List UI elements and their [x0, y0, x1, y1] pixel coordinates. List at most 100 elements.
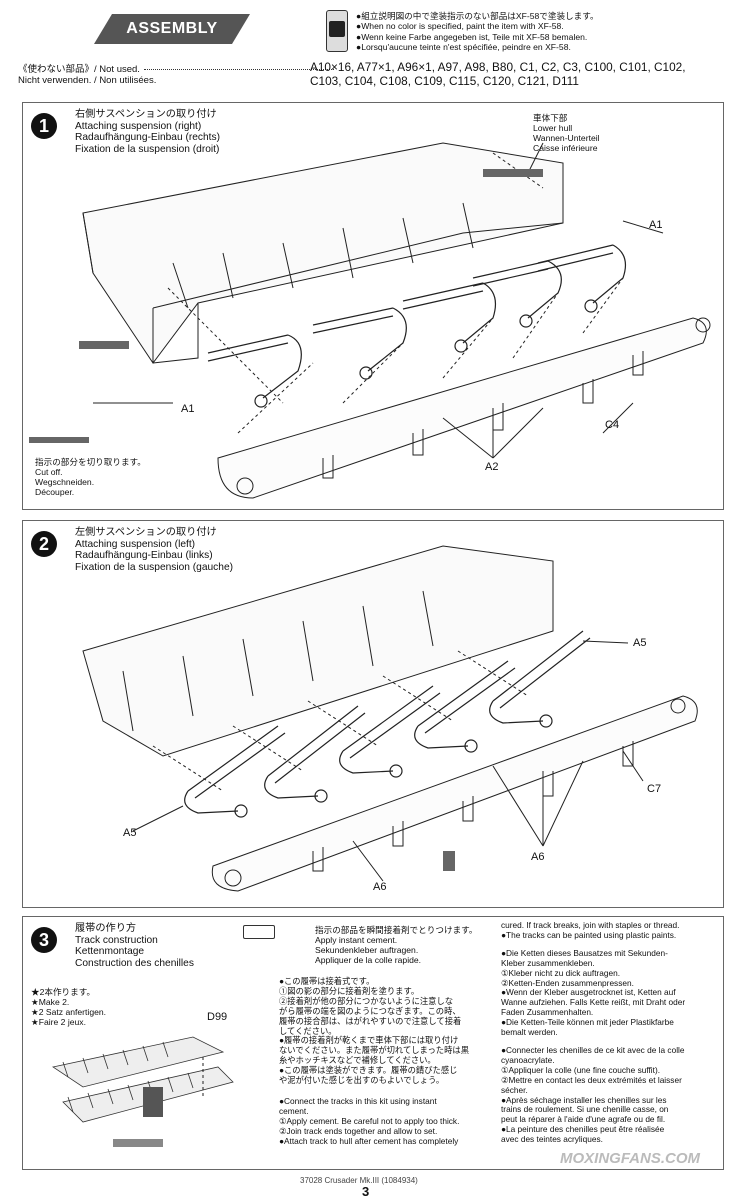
jp-line: ①図の影の部分に接着剤を塗ります。: [279, 985, 420, 996]
product-code: 37028 Crusader Mk.III (1084934): [300, 1176, 418, 1185]
part-label-a5-left: A5: [123, 827, 137, 839]
lower-hull-label-en: Lower hull: [533, 123, 573, 133]
step-1-number: 1: [31, 113, 57, 139]
en-line: ②Join track ends together and allow to s…: [279, 1125, 438, 1136]
en-line: ●The tracks can be painted using plastic…: [501, 929, 677, 940]
paint-bottle-icon: [326, 10, 348, 52]
de-line: ●Wenn der Kleber ausgetrocknet ist, Kett…: [501, 987, 676, 998]
cement-note-en: Apply instant cement.: [315, 935, 398, 945]
cut-off-note-en: Cut off.: [35, 467, 63, 477]
fr-line: ●La peinture des chenilles peut être réa…: [501, 1124, 665, 1135]
step-3-title: 履帯の作り方 Track construction Kettenmontage …: [75, 923, 194, 969]
jp-line: してください。: [279, 1025, 337, 1036]
jp-line: ②接着剤が他の部分につかないように注意しな: [279, 995, 454, 1006]
not-used-parts: A10×16, A77×1, A96×1, A97, A98, B80, C1,…: [310, 60, 730, 88]
cut-off-note-jp: 指示の部分を切り取ります。: [35, 457, 146, 467]
jp-line: がら履帯の端を図のようにつなぎます。この時、: [279, 1005, 461, 1016]
page-number: 3: [362, 1184, 370, 1199]
not-used-parts-1: A10×16, A77×1, A96×1, A97, A98, B80, C1,…: [310, 60, 686, 74]
step-1-diagram: [29, 142, 711, 499]
jp-line: ●この履帯は接着式です。: [279, 976, 375, 986]
make-two-fr: ★Faire 2 jeux.: [31, 1017, 86, 1027]
step-2-title-en: Attaching suspension (left): [75, 538, 196, 550]
fr-line: ●Connecter les chenilles de ce kit avec …: [501, 1044, 685, 1055]
jp-line: 履帯の接合部は、はがれやすいので注意して接着: [279, 1015, 462, 1026]
step-1-title-en: Attaching suspension (right): [75, 120, 202, 132]
de-line: ①Kleber nicht zu dick auftragen.: [501, 967, 621, 978]
lower-hull-label-jp: 車体下部: [533, 113, 568, 123]
en-line: cured. If track breaks, join with staple…: [501, 920, 680, 930]
de-line: Wanne aufziehen. Falls Kette reißt, mit …: [501, 997, 686, 1008]
make-two-jp: ★2本作ります。: [31, 987, 96, 997]
glue-tube-icon: [243, 925, 275, 939]
cement-note-fr: Appliquer de la colle rapide.: [315, 955, 422, 965]
step-3-title-en: Track construction: [75, 934, 158, 946]
lower-hull-label-fr: Caisse inférieure: [533, 143, 598, 153]
paint-note-en: ●When no color is specified, paint the i…: [356, 21, 564, 32]
de-line: bemalt werden.: [501, 1027, 558, 1038]
part-label-a2: A2: [485, 461, 499, 473]
de-line: ●Die Ketten-Teile können mit jeder Plast…: [501, 1017, 674, 1028]
lower-hull-label-de: Wannen-Unterteil: [533, 133, 600, 143]
step-1-title-de: Radaufhängung-Einbau (rechts): [75, 132, 220, 144]
lower-hull-label: 車体下部 Lower hull Wannen-Unterteil Caisse …: [533, 113, 600, 153]
fr-line: peut la réparer à l'aide d'une agrafe ou…: [501, 1114, 666, 1125]
cement-note-jp: 指示の部品を瞬間接着剤でとりつけます。: [315, 925, 478, 935]
part-label-d99: D99: [207, 1011, 228, 1023]
cut-off-note-de: Wegschneiden.: [35, 477, 95, 487]
de-line: ●Die Ketten dieses Bausatzes mit Sekunde…: [501, 947, 668, 958]
en-line: cement.: [279, 1105, 309, 1116]
jp-line: や泥が付いた感じを出すのもよいでしょう。: [279, 1075, 445, 1086]
jp-line: 糸やホッチキスなどで補修してください。: [279, 1055, 436, 1066]
step-3-title-jp: 履帯の作り方: [75, 923, 137, 934]
assembly-title: ASSEMBLY: [94, 14, 250, 44]
en-line: ●Attach track to hull after cement has c…: [279, 1135, 459, 1146]
step-2-title: 左側サスペンションの取り付け Attaching suspension (lef…: [75, 527, 233, 573]
step-3-title-fr: Construction des chenilles: [75, 957, 194, 969]
de-line: Kleber zusammenkleben.: [501, 957, 595, 968]
paint-note-fr: ●Lorsqu'aucune teinte n'est spécifiée, p…: [356, 42, 571, 53]
track-diagram: [51, 1036, 234, 1147]
cement-note: 指示の部品を瞬間接着剤でとりつけます。 Apply instant cement…: [315, 925, 478, 965]
step-2-panel: 2 左側サスペンションの取り付け Attaching suspension (l…: [22, 520, 724, 908]
step-3-number: 3: [31, 927, 57, 953]
part-label-a6-bottom: A6: [373, 881, 387, 893]
step-1-title-fr: Fixation de la suspension (droit): [75, 143, 220, 155]
en-line: ①Apply cement. Be careful not to apply t…: [279, 1115, 460, 1126]
step-3-panel: 3 履帯の作り方 Track construction Kettenmontag…: [22, 916, 724, 1170]
fr-line: sécher.: [501, 1084, 528, 1095]
fr-line: ①Appliquer la colle (une fine couche suf…: [501, 1064, 661, 1075]
cut-off-note-fr: Découper.: [35, 487, 75, 497]
part-label-c7: C7: [647, 783, 662, 795]
step-2-title-jp: 左側サスペンションの取り付け: [75, 527, 217, 538]
watermark: MOXINGFANS.COM: [560, 1150, 701, 1167]
track-text-jp: ●この履帯は接着式です。 ①図の影の部分に接着剤を塗ります。 ②接着剤が他の部分…: [279, 976, 493, 1086]
step-2-diagram: [82, 545, 698, 892]
jp-line: ないでください。また履帯が切れてしまった時は黒: [279, 1045, 470, 1056]
part-label-a1-left: A1: [181, 403, 195, 415]
fr-line: ②Mettre en contact les deux extrémités e…: [501, 1074, 682, 1085]
step-1-title-jp: 右側サスペンションの取り付け: [75, 109, 217, 120]
make-two-en: ★Make 2.: [31, 997, 70, 1007]
step-2-title-fr: Fixation de la suspension (gauche): [75, 561, 234, 573]
not-used-label: 《使わない部品》/ Not used. Nicht verwenden. / N…: [18, 64, 334, 86]
track-text-en: ●Connect the tracks in this kit using in…: [279, 1096, 493, 1147]
make-two-de: ★2 Satz anfertigen.: [31, 1007, 107, 1017]
part-label-a6-right: A6: [531, 851, 545, 863]
step-1-panel: 1 右側サスペンションの取り付け Attaching suspension (r…: [22, 102, 724, 510]
jp-line: ●履帯の接着剤が乾くまで車体下部には取り付け: [279, 1035, 459, 1046]
jp-line: ●この履帯は塗装ができます。履帯の錆びた感じ: [279, 1065, 458, 1076]
step-2-title-de: Radaufhängung-Einbau (links): [75, 550, 213, 562]
de-line: ②Ketten-Enden zusammenpressen.: [501, 977, 634, 988]
cut-off-note: 指示の部分を切り取ります。 Cut off. Wegschneiden. Déc…: [35, 457, 146, 497]
part-label-a1-top: A1: [649, 219, 663, 231]
cement-note-de: Sekundenkleber auftragen.: [315, 945, 419, 955]
fr-line: trains de roulement. Si une chenille cas…: [501, 1104, 669, 1115]
fr-line: avec des teintes acryliques.: [501, 1134, 603, 1145]
step-2-number: 2: [31, 531, 57, 557]
paint-note: ●組立説明図の中で塗装指示のない部品はXF-58で塗装します。 ●When no…: [356, 11, 599, 53]
fr-line: cyanoacrylate.: [501, 1054, 555, 1065]
paint-note-jp: ●組立説明図の中で塗装指示のない部品はXF-58で塗装します。: [356, 11, 599, 21]
paint-note-de: ●Wenn keine Farbe angegeben ist, Teile m…: [356, 31, 588, 42]
make-two-note: ★2本作ります。 ★Make 2. ★2 Satz anfertigen. ★F…: [31, 987, 106, 1027]
